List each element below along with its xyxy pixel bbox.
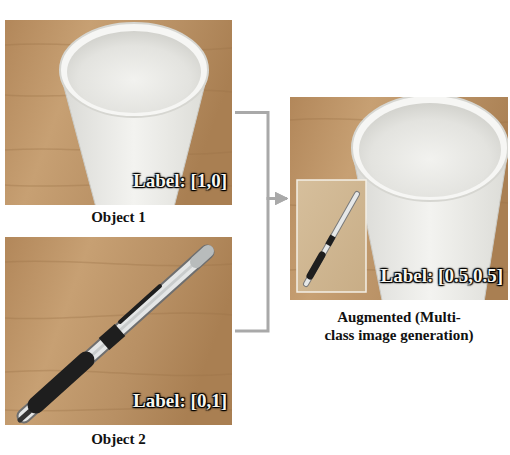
pen-photo bbox=[5, 237, 232, 425]
image-panel: Label: [1,0]Object 1 bbox=[5, 20, 232, 205]
panel-caption: Augmented (Multi-class image generation) bbox=[324, 308, 474, 344]
pen-inset bbox=[297, 180, 366, 292]
class-label: Label: [0.5,0.5] bbox=[381, 266, 503, 287]
cup-photo bbox=[5, 20, 232, 205]
inset-frame bbox=[297, 180, 366, 292]
image-panel: Label: [0.5,0.5]Augmented (Multi-class i… bbox=[290, 97, 508, 300]
image-panel: Label: [0,1]Object 2 bbox=[5, 237, 232, 425]
augmented-photo bbox=[290, 97, 508, 300]
panel-caption: Object 1 bbox=[19, 208, 219, 226]
merge-connector bbox=[235, 199, 287, 332]
class-label: Label: [1,0] bbox=[133, 171, 227, 192]
merge-connector bbox=[235, 113, 287, 199]
class-label: Label: [0,1] bbox=[133, 391, 227, 412]
panel-caption: Object 2 bbox=[19, 430, 219, 448]
